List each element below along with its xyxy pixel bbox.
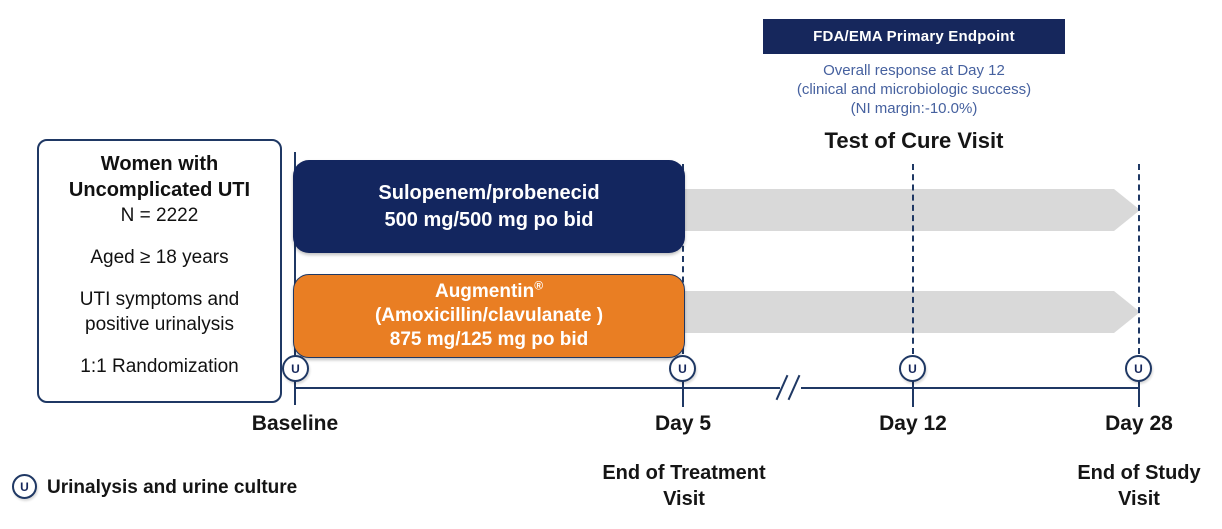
urine-marker-day12: U <box>899 355 926 382</box>
day28-dashed-line <box>1138 164 1140 354</box>
augmentin-generic: (Amoxicillin/clavulanate ) <box>374 305 604 326</box>
day12-label: Day 12 <box>879 412 947 435</box>
endpoint-description-line: (NI margin:-10.0%) <box>850 100 978 117</box>
augmentin-dose: 875 mg/125 mg po bid <box>389 329 589 350</box>
symptoms-line1: UTI symptoms and <box>79 289 240 310</box>
day5-tick <box>682 381 684 407</box>
baseline-label: Baseline <box>251 412 339 435</box>
day12-dashed-line <box>912 164 914 354</box>
urine-legend-icon: U <box>12 474 37 499</box>
fda-ema-endpoint-badge: FDA/EMA Primary Endpoint <box>763 19 1065 54</box>
day28-tick <box>1138 381 1140 407</box>
symptoms-criterion: UTI symptoms and positive urinalysis <box>39 287 280 337</box>
followup-arrow-sulopenem <box>656 189 1140 231</box>
axis-break-slash <box>787 374 801 401</box>
followup-arrow-augmentin <box>656 291 1140 333</box>
test-of-cure-title: Test of Cure Visit <box>824 128 1004 153</box>
population-title-line2: Uncomplicated UTI <box>68 179 251 201</box>
day28-label: Day 28 <box>1105 412 1173 435</box>
eligibility-box: Women with Uncomplicated UTI N = 2222 Ag… <box>37 139 282 403</box>
end-of-study-label: End of Study Visit <box>1024 460 1222 512</box>
fda-ema-endpoint-label: FDA/EMA Primary Endpoint <box>813 28 1015 45</box>
urine-marker-day5: U <box>669 355 696 382</box>
baseline-axis-line <box>294 152 296 405</box>
symptoms-line2: positive urinalysis <box>85 314 234 335</box>
sulopenem-dose: 500 mg/500 mg po bid <box>384 208 594 231</box>
end-of-treatment-line2: Visit <box>663 488 705 510</box>
end-of-treatment-label: End of Treatment Visit <box>569 460 799 512</box>
end-of-study-line2: Visit <box>1118 488 1160 510</box>
day5-dashed-line <box>682 164 684 354</box>
augmentin-name: Augmentin® <box>434 278 544 302</box>
end-of-treatment-line1: End of Treatment <box>602 462 766 484</box>
timeline-segment-right <box>801 387 1140 389</box>
registered-trademark-symbol: ® <box>534 278 544 293</box>
randomization-note: 1:1 Randomization <box>80 356 239 377</box>
day5-label: Day 5 <box>654 412 712 435</box>
urine-marker-baseline: U <box>282 355 309 382</box>
urine-marker-day28: U <box>1125 355 1152 382</box>
endpoint-description: Overall response at Day 12 (clinical and… <box>748 61 1080 118</box>
sulopenem-name: Sulopenem/probenecid <box>378 181 600 204</box>
age-criterion: Aged ≥ 18 years <box>90 247 229 268</box>
endpoint-description-line: Overall response at Day 12 <box>823 62 1005 79</box>
sample-size: N = 2222 <box>120 205 199 226</box>
population-block: Women with Uncomplicated UTI N = 2222 <box>39 151 280 228</box>
treatment-arm-augmentin: Augmentin® (Amoxicillin/clavulanate ) 87… <box>293 274 685 358</box>
urine-legend-text: Urinalysis and urine culture <box>47 477 298 498</box>
end-of-study-line1: End of Study <box>1077 462 1201 484</box>
day12-tick <box>912 381 914 407</box>
treatment-arm-sulopenem: Sulopenem/probenecid 500 mg/500 mg po bi… <box>293 160 685 253</box>
endpoint-description-line: (clinical and microbiologic success) <box>796 81 1032 98</box>
timeline-segment-left <box>294 387 780 389</box>
population-title-line1: Women with <box>100 153 219 175</box>
